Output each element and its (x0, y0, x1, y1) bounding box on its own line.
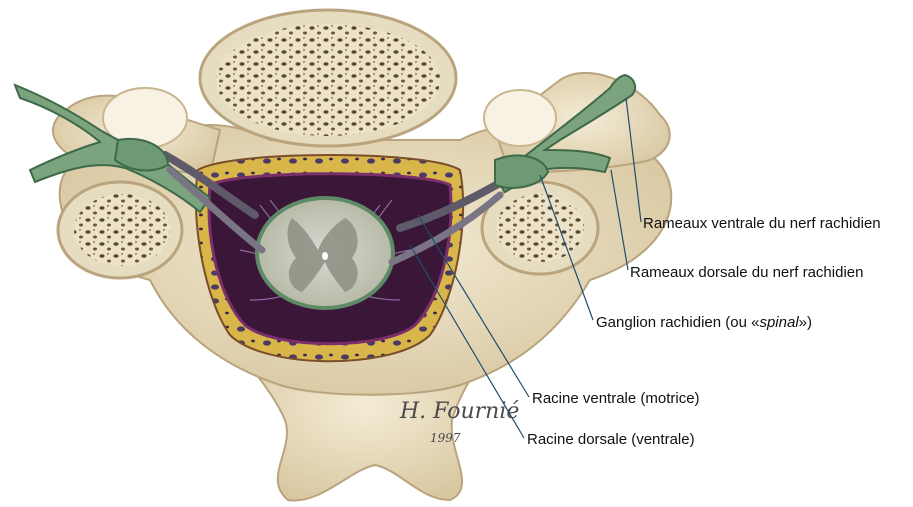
signature-name: H. Fournié (399, 399, 519, 424)
label-ganglion-suffix: ») (798, 314, 812, 331)
label-rameaux-dorsale: Rameaux dorsale du nerf rachidien (630, 264, 864, 281)
central-canal (322, 252, 328, 260)
label-ganglion-prefix: Ganglion rachidien (ou « (596, 314, 760, 331)
label-ganglion-italic: spinal (759, 314, 799, 331)
nerve-root-right-lower (388, 191, 504, 266)
leader-racine-ventrale (417, 214, 530, 398)
leader-racine-dorsale (409, 244, 525, 439)
ganglion-left (113, 137, 170, 172)
ganglion-right (494, 154, 550, 189)
lateral-mass-right-marrow (496, 194, 584, 262)
leader-rameaux-ventrale (625, 97, 642, 223)
foramen-right (483, 89, 557, 147)
leader-lines (409, 97, 642, 439)
lateral-mass-left-marrow (74, 194, 170, 266)
leader-ganglion (539, 174, 594, 321)
label-racine-dorsale: Racine dorsale (ventrale) (527, 431, 695, 448)
artist-signature: H. Fournié 1997 (399, 399, 519, 445)
vertebral-body-marrow (216, 24, 440, 136)
nerve-root-left-upper (161, 151, 259, 219)
label-rameaux-ventrale: Rameaux ventrale du nerf rachidien (643, 215, 881, 232)
signature-year: 1997 (430, 431, 461, 445)
leader-rameaux-dorsale (610, 169, 629, 271)
spinal-nerve-left (13, 83, 212, 214)
label-ganglion: Ganglion rachidien (ou «spinal») (596, 314, 812, 332)
label-racine-ventrale: Racine ventrale (motrice) (532, 390, 700, 407)
nerve-root-right-upper (396, 176, 509, 232)
nerve-root-left-lower (166, 166, 266, 254)
